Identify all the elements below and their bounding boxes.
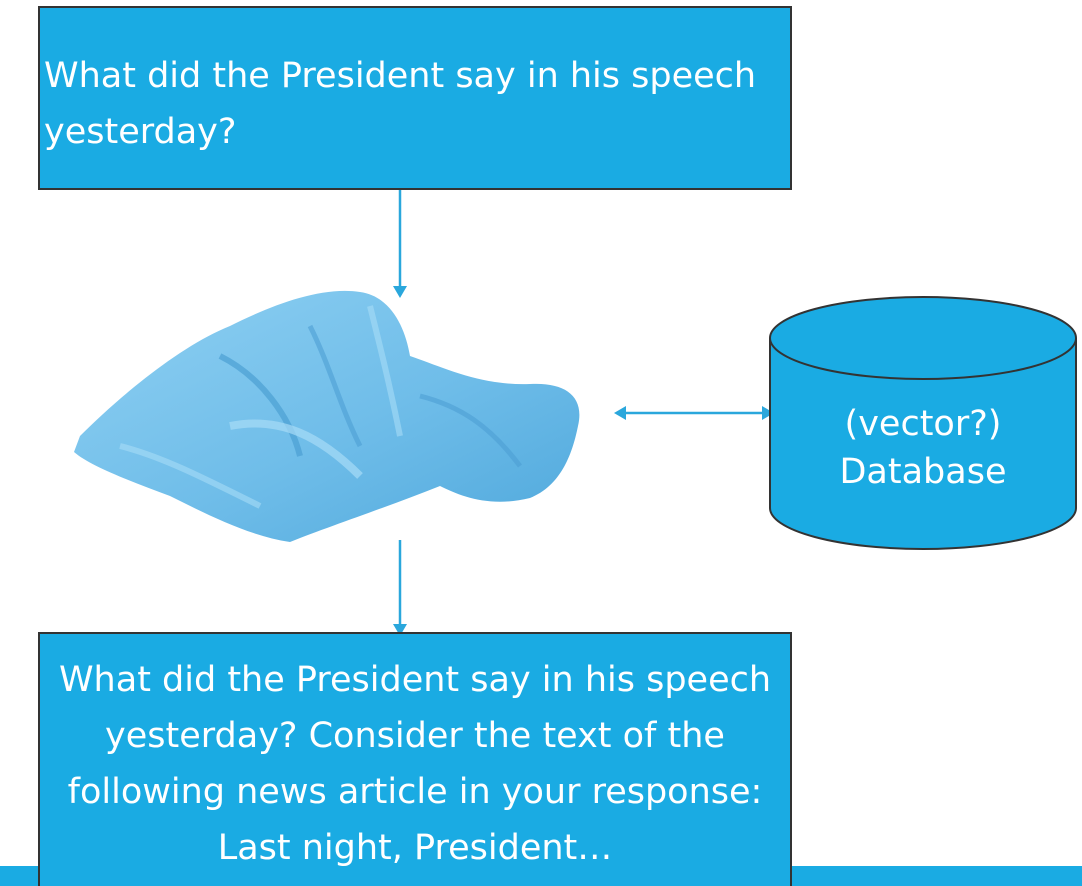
database-label-line1: (vector?) — [844, 404, 1002, 444]
arrowhead-down-top — [393, 286, 407, 298]
database-label: (vector?) Database — [770, 400, 1076, 496]
augmented-prompt-box: What did the President say in his speech… — [38, 632, 792, 886]
arrowhead-left — [614, 406, 626, 420]
augmented-prompt-text: What did the President say in his speech… — [58, 660, 772, 868]
crumpled-towel-icon — [74, 290, 580, 542]
query-box: What did the President say in his speech… — [38, 6, 792, 190]
query-text: What did the President say in his speech… — [44, 56, 757, 152]
database-cylinder-icon — [769, 296, 1077, 550]
database-label-line2: Database — [839, 452, 1007, 492]
arrowhead-right — [762, 406, 774, 420]
arrowhead-down-bottom — [393, 624, 407, 636]
